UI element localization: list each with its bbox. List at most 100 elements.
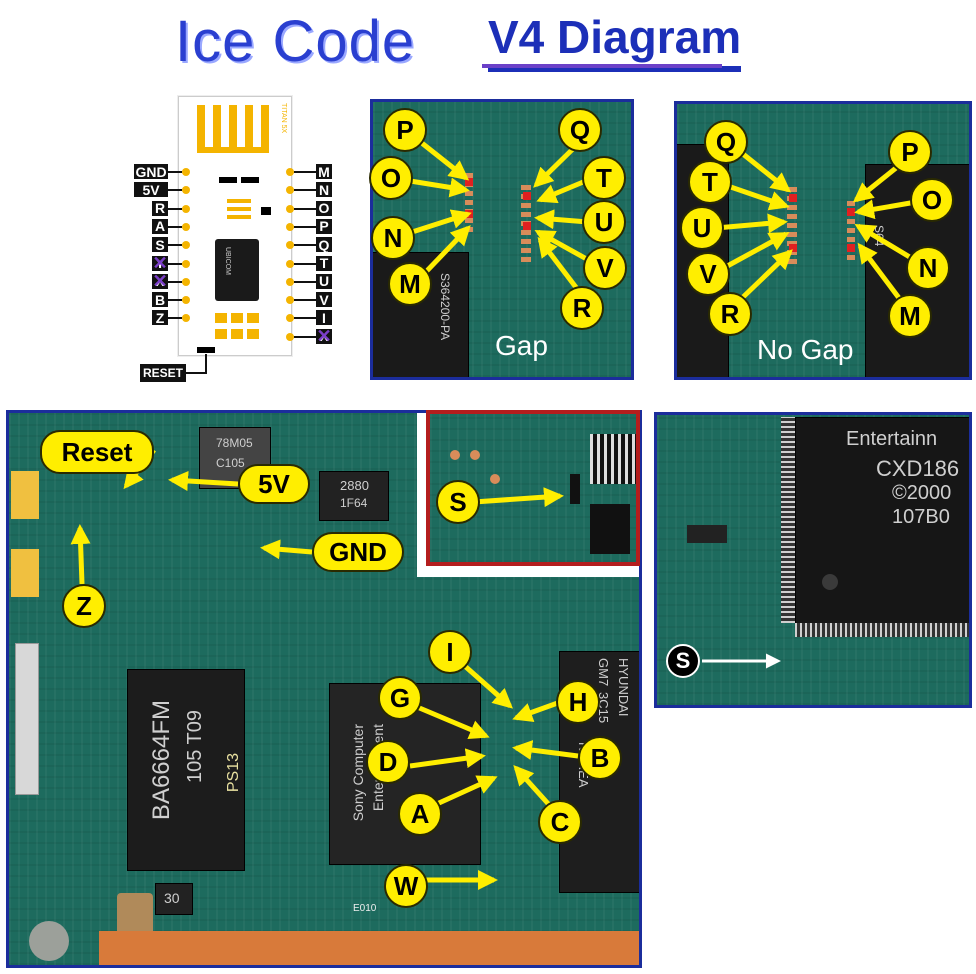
chip-board: TITAN 5X UBICOM	[178, 96, 292, 356]
cxd-text-3: ©2000	[892, 482, 951, 505]
regulator-text-1: 78M05	[216, 436, 253, 450]
left-pin-pad	[182, 278, 190, 286]
crossed-pin-mark: ✕	[314, 328, 334, 345]
nogap-label-o: O	[910, 178, 954, 222]
title-underline	[482, 64, 722, 68]
right-pin-pad	[286, 260, 294, 268]
left-pin-pad	[182, 223, 190, 231]
right-pin-line	[294, 189, 316, 191]
main-label-z: Z	[62, 584, 106, 628]
crossed-pin-mark: ✕	[150, 255, 170, 272]
left-pin-line	[168, 317, 182, 319]
small-chip-text-2: 1F64	[340, 496, 367, 510]
main-label-d: D	[366, 740, 410, 784]
right-pin-pad	[286, 186, 294, 194]
nogap-label-t: T	[688, 160, 732, 204]
left-pin-label: 5V	[134, 182, 168, 197]
gap-label-r: R	[560, 286, 604, 330]
main-label-g: G	[378, 676, 422, 720]
hyundai-text-2: GM7	[596, 658, 611, 686]
left-pin-label: S	[152, 237, 168, 252]
left-pin-label: Z	[152, 310, 168, 325]
cxd-text-1: Entertainn	[846, 428, 937, 451]
nogap-label-u: U	[680, 206, 724, 250]
nogap-label-n: N	[906, 246, 950, 290]
left-pin-pad	[182, 168, 190, 176]
right-pin-line	[294, 281, 316, 283]
gap-label-o: O	[369, 156, 413, 200]
gap-label-t: T	[582, 156, 626, 200]
bottom-strip	[99, 931, 642, 968]
main-label-b: B	[578, 736, 622, 780]
right-pin-pad	[286, 223, 294, 231]
reset-line-v	[205, 354, 207, 372]
right-pin-label: V	[316, 292, 332, 307]
left-pin-line	[168, 263, 182, 265]
nogap-label-p: P	[888, 130, 932, 174]
ubicom-chip-text: UBICOM	[217, 247, 231, 293]
sony-panel-s-badge: S	[666, 644, 700, 678]
small-chip: 2880 1F64	[319, 471, 389, 521]
right-pin-line	[294, 171, 316, 173]
main-label-gnd: GND	[312, 532, 404, 572]
right-pin-pad	[286, 168, 294, 176]
board-text: TITAN 5X	[273, 103, 287, 133]
right-pin-pad	[286, 278, 294, 286]
gap-label-u: U	[582, 200, 626, 244]
right-pin-pad	[286, 296, 294, 304]
gap-caption: Gap	[495, 330, 548, 362]
left-pin-line	[168, 189, 182, 191]
cxd-text-2: CXD186	[876, 456, 959, 482]
main-label-i: I	[428, 630, 472, 674]
gap-label-v: V	[583, 246, 627, 290]
gap-label-p: P	[383, 108, 427, 152]
nogap-chip-marking: S64	[872, 225, 886, 246]
bottom-round	[29, 921, 69, 961]
title-v4-diagram: V4 Diagram	[488, 8, 741, 72]
right-pin-label: U	[316, 274, 332, 289]
left-pin-line	[168, 281, 182, 283]
left-pin-line	[168, 208, 182, 210]
left-pin-label: GND	[134, 164, 168, 179]
ba6664fm-sub: 105 T09	[184, 710, 207, 783]
sony-chip-text-1: Sony Computer	[350, 724, 366, 821]
right-pin-line	[294, 317, 316, 319]
sony-panel: Entertainn CXD186 ©2000 107B0	[654, 412, 972, 708]
gap-label-n: N	[371, 216, 415, 260]
right-pin-label: O	[316, 201, 332, 216]
reset-line-h	[186, 372, 207, 374]
chip-board-panel: TITAN 5X UBICOM GND5VRASY✕X✕BZ MNOPQTUVI…	[118, 92, 354, 392]
left-pin-pad	[182, 260, 190, 268]
gap-label-m: M	[388, 262, 432, 306]
left-pin-line	[168, 299, 182, 301]
right-pin-pad	[286, 333, 294, 341]
crossed-pin-mark: ✕	[150, 273, 170, 290]
regulator-text-2: C105	[216, 456, 245, 470]
gap-chip-marking: S364200-PA	[438, 273, 452, 340]
right-pin-line	[294, 299, 316, 301]
cxd-text-4: 107B0	[892, 506, 950, 529]
badge-30: 30	[164, 890, 180, 906]
right-pin-label: T	[316, 256, 332, 271]
left-pin-label: A	[152, 219, 168, 234]
right-pin-pad	[286, 205, 294, 213]
right-pin-pad	[286, 241, 294, 249]
e010-text: E010	[353, 903, 376, 914]
main-label-w: W	[384, 864, 428, 908]
left-pin-label: B	[152, 292, 168, 307]
right-pin-line	[294, 226, 316, 228]
s-panel-label: S	[436, 480, 480, 524]
right-pin-label: P	[316, 219, 332, 234]
reset-label: RESET	[140, 364, 186, 382]
right-pin-line	[294, 208, 316, 210]
ubicom-chip: UBICOM	[215, 239, 259, 301]
left-pin-line	[168, 244, 182, 246]
right-pin-line	[294, 263, 316, 265]
left-pin-line	[168, 226, 182, 228]
nogap-caption: No Gap	[757, 334, 854, 366]
ps13-text: PS13	[225, 753, 243, 792]
title-ice-code: Ice Code	[175, 8, 415, 75]
ba6664fm-text: BA6664FM	[148, 700, 176, 820]
main-label-h: H	[556, 680, 600, 724]
nogap-label-r: R	[708, 292, 752, 336]
